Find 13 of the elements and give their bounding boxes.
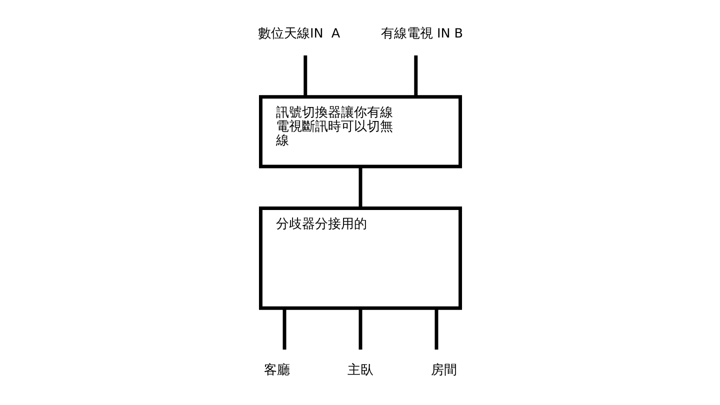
node-text: 房間 (430, 362, 457, 378)
node-box: 分歧器分接用的 (258, 206, 462, 310)
node-text: 數位天線IN A (257, 26, 340, 42)
connector (358, 166, 362, 208)
connector (282, 308, 286, 350)
connector (414, 55, 418, 97)
connector (434, 308, 438, 350)
node-box: 訊號切換器讓你有線電視斷訊時可以切無線 (258, 95, 462, 168)
connector (358, 308, 362, 350)
node-text: 主臥 (347, 362, 373, 378)
node-text: 客廳 (263, 362, 290, 378)
node-text: 有線電視 IN B (380, 26, 463, 42)
connector (303, 55, 307, 97)
